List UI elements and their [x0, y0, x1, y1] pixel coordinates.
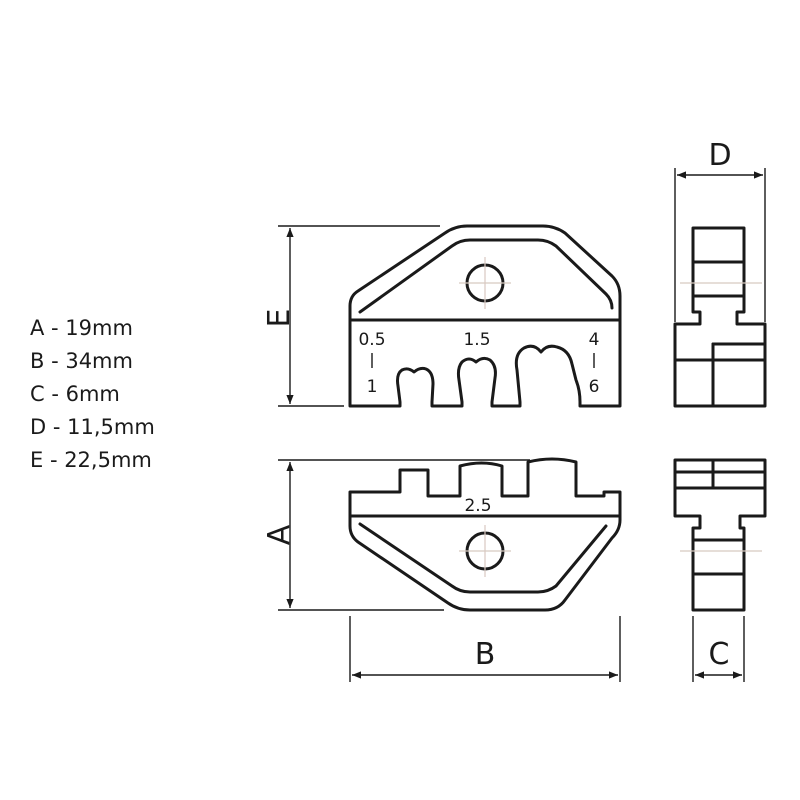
dim-b-letter: B [475, 637, 496, 672]
label-size-3-bottom: 6 [589, 377, 600, 397]
bottom-die-side-view [673, 458, 767, 612]
dimension-d-text: D - 11,5mm [30, 415, 155, 439]
bottom-die-inner-bevel [358, 522, 608, 594]
label-size-2-top: 1.5 [463, 330, 490, 350]
dimension-a: A [262, 459, 530, 611]
dimension-d: D [674, 138, 766, 322]
bottom-side-outline [673, 458, 767, 612]
dimension-b-text: B - 34mm [30, 349, 133, 373]
bottom-die-front-view: 2.5 [348, 457, 622, 612]
bottom-die-outline [348, 457, 622, 612]
dimension-c: C [692, 616, 745, 682]
dimension-c-text: C - 6mm [30, 382, 120, 406]
dimension-e: E [262, 225, 440, 407]
dim-a-letter: A [262, 524, 297, 545]
dim-c-letter: C [709, 637, 730, 672]
dim-e-letter: E [262, 309, 297, 328]
top-die-inner-bevel [358, 238, 614, 314]
top-die-side-view [673, 226, 767, 408]
label-size-1-top: 0.5 [358, 330, 385, 350]
label-size-3-top: 4 [589, 330, 600, 350]
label-size-1-bottom: 1 [367, 377, 378, 397]
top-die-front-view: 0.5 1 1.5 4 6 [348, 224, 622, 408]
top-die-outline [348, 224, 622, 408]
dimensions-legend: A - 19mm B - 34mm C - 6mm D - 11,5mm E -… [30, 312, 155, 477]
dimension-b: B [349, 616, 621, 682]
dim-d-letter: D [708, 138, 731, 173]
label-size-bottom: 2.5 [464, 496, 491, 516]
dimension-a-text: A - 19mm [30, 316, 133, 340]
dimension-e-text: E - 22,5mm [30, 448, 152, 472]
top-side-outline [673, 226, 767, 408]
